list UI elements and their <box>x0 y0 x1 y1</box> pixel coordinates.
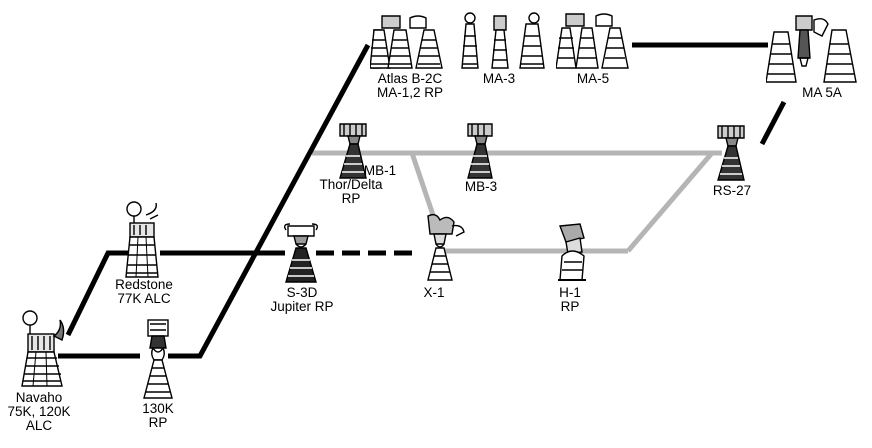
engine-propellant: ALC <box>25 418 53 433</box>
thrust-chamber-nozzle-icon <box>467 143 493 179</box>
rocket-engine-icon <box>283 223 319 283</box>
thrust-chamber-nozzle-icon <box>339 143 367 179</box>
rocket-engine-icon <box>21 310 65 387</box>
engine-thrust: 77K ALC <box>117 291 171 306</box>
engine-label-mb3: MB-3 <box>456 180 506 194</box>
engine-name: MB-1 <box>363 163 397 178</box>
engine-name: X-1 <box>423 285 445 300</box>
rocket-engine-icon <box>125 201 159 278</box>
engine-label-redstone: Redstone 77K ALC <box>104 278 184 306</box>
engine-label-ma3: MA-3 <box>474 72 524 86</box>
engine-name: MA-3 <box>482 71 516 86</box>
engine-label-mb1: MB-1 <box>360 164 400 178</box>
engine-name: Navaho <box>15 390 63 405</box>
rocket-engine-icon <box>339 123 367 179</box>
rocket-engine-icon <box>556 13 629 69</box>
engine-propellant: RP <box>560 299 580 314</box>
rocket-engine-icon <box>717 125 745 181</box>
engine-variants: MA-1,2 RP <box>376 85 444 100</box>
engine-label-atlas: Atlas B-2C MA-1,2 RP <box>364 72 456 100</box>
engine-name: MB-3 <box>464 179 498 194</box>
engine-label-ma5: MA-5 <box>568 72 618 86</box>
engine-thrust: 75K, 120K <box>7 404 71 419</box>
engine-name: Atlas B-2C <box>377 71 443 86</box>
rocket-engine-icon <box>766 15 857 83</box>
engine-name: H-1 <box>559 285 581 300</box>
engine-propellant: RP <box>341 191 361 206</box>
engine-application: Thor/Delta <box>319 177 383 192</box>
rocket-engine-icon <box>143 319 173 399</box>
link-rs27-ma5a <box>759 100 787 146</box>
engine-label-rs27: RS-27 <box>704 184 760 198</box>
engine-label-ma5a: MA 5A <box>794 86 850 100</box>
rocket-engine-icon <box>461 12 545 69</box>
engine-label-s3d: S-3D Jupiter RP <box>254 286 350 314</box>
engine-propellant: RP <box>148 415 168 430</box>
engine-name: MA 5A <box>802 85 842 100</box>
link-130k-atlas <box>168 43 371 359</box>
engine-name: Redstone <box>115 277 173 292</box>
gas-generator-sphere-icon <box>126 201 142 217</box>
rocket-engine-icon <box>558 223 586 281</box>
engine-name: S-3D <box>286 285 318 300</box>
link-navaho-redstone <box>65 250 128 337</box>
engine-label-navaho: Navaho 75K, 120K ALC <box>2 391 76 433</box>
engine-label-h1: H-1 RP <box>550 286 590 314</box>
rocket-engine-icon <box>427 213 465 281</box>
engine-label-x1: X-1 <box>414 286 454 300</box>
engine-label-mb1-application: Thor/Delta RP <box>306 178 396 206</box>
engine-thrust: 130K <box>142 401 174 416</box>
link-branch-x1 <box>409 152 436 216</box>
thrust-chamber-nozzle-icon <box>717 145 745 181</box>
gas-generator-sphere-icon <box>464 12 476 24</box>
engine-name: RS-27 <box>712 183 752 198</box>
gas-generator-sphere-icon <box>22 310 38 326</box>
engine-application: Jupiter RP <box>270 299 334 314</box>
rocket-engine-icon <box>370 15 443 69</box>
engine-name: MA-5 <box>576 71 610 86</box>
engine-label-130k: 130K RP <box>130 402 186 430</box>
thrust-chamber-nozzle-icon <box>285 247 317 283</box>
link-h1-rs27 <box>626 151 714 253</box>
rocket-engine-icon <box>467 123 493 179</box>
